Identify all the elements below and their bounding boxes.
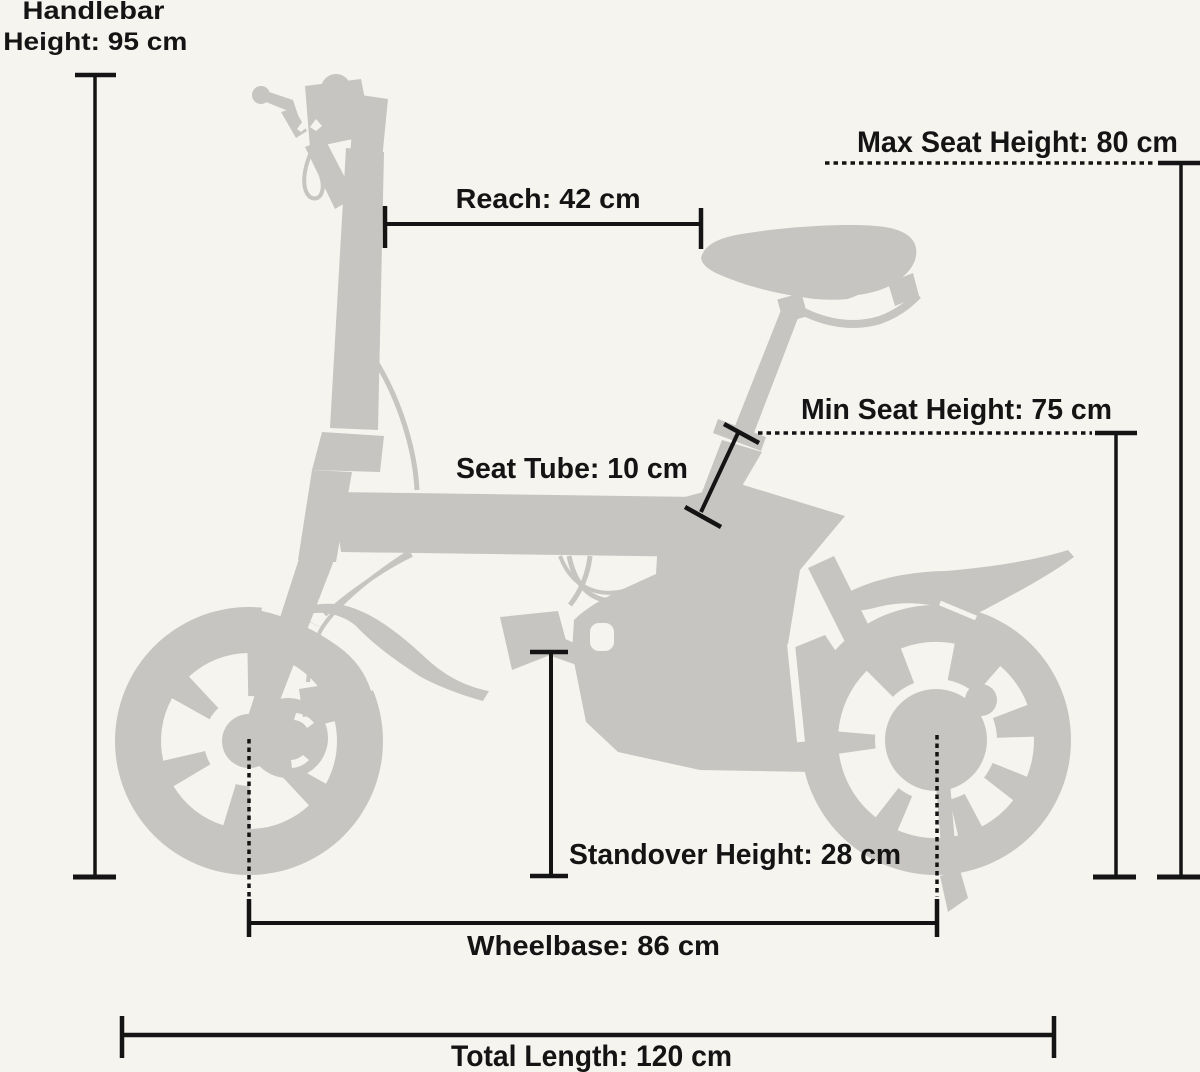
svg-text:Handlebar: Handlebar xyxy=(23,0,165,25)
svg-text:Standover Height: 28 cm: Standover Height: 28 cm xyxy=(569,839,901,871)
svg-text:Seat Tube: 10 cm: Seat Tube: 10 cm xyxy=(456,453,688,485)
svg-text:Reach: 42 cm: Reach: 42 cm xyxy=(456,183,641,214)
svg-text:Total Length: 120 cm: Total Length: 120 cm xyxy=(451,1040,732,1072)
svg-text:Min Seat Height: 75 cm: Min Seat Height: 75 cm xyxy=(801,394,1112,426)
svg-text:Max Seat Height: 80 cm: Max Seat Height: 80 cm xyxy=(857,126,1178,159)
svg-text:Height: 95 cm: Height: 95 cm xyxy=(3,28,187,56)
svg-text:Wheelbase: 86 cm: Wheelbase: 86 cm xyxy=(467,930,720,961)
